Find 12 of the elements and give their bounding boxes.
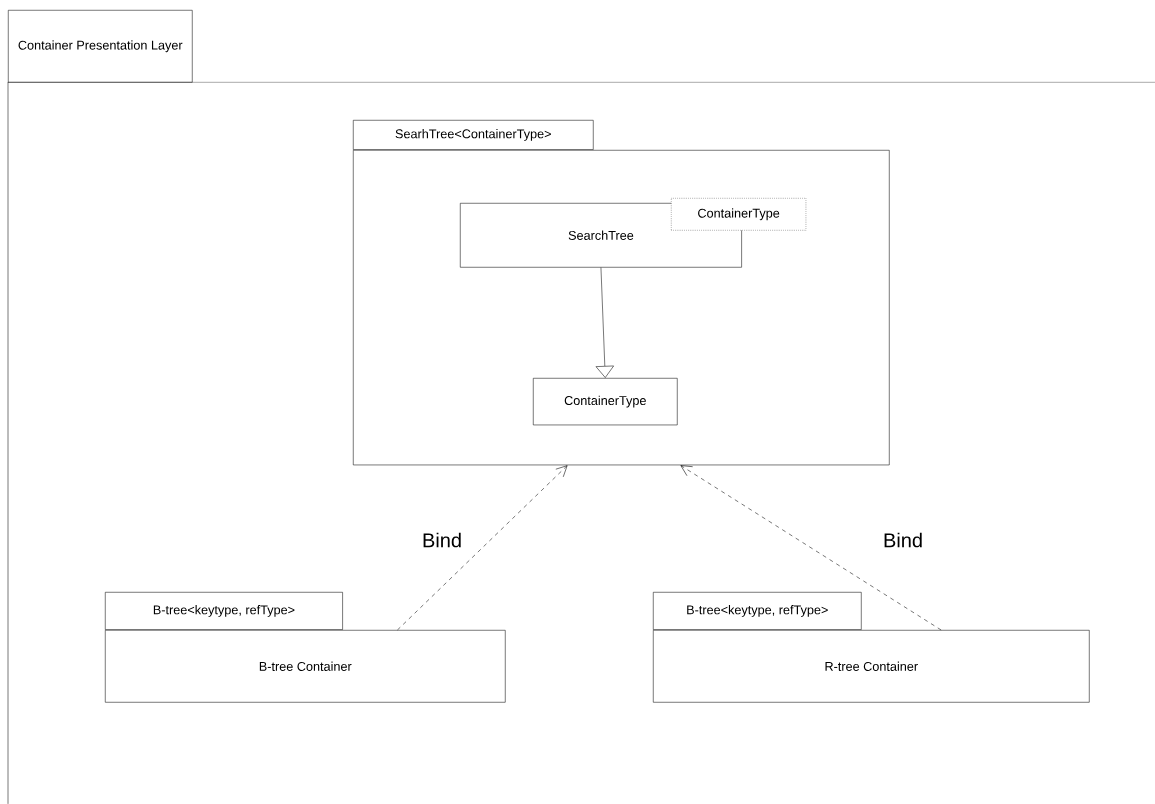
dependency-arrow [397, 465, 568, 631]
class-box: ContainerType [533, 378, 678, 426]
package: B-tree<keytype, refType> B-tree Container [105, 592, 506, 703]
template-parameter-box: ContainerType [671, 198, 807, 231]
package: B-tree<keytype, refType> R-tree Container [653, 592, 1090, 703]
edge-label: Bind [423, 532, 461, 548]
node-label: SearhTree<ContainerType> [395, 129, 551, 141]
dependency-arrow [680, 465, 942, 631]
node-label: B-tree<keytype, refType> [153, 605, 295, 617]
edge-label: Bind [884, 532, 922, 548]
generalization-arrow [595, 267, 614, 378]
node-label: B-tree<keytype, refType> [687, 605, 828, 617]
